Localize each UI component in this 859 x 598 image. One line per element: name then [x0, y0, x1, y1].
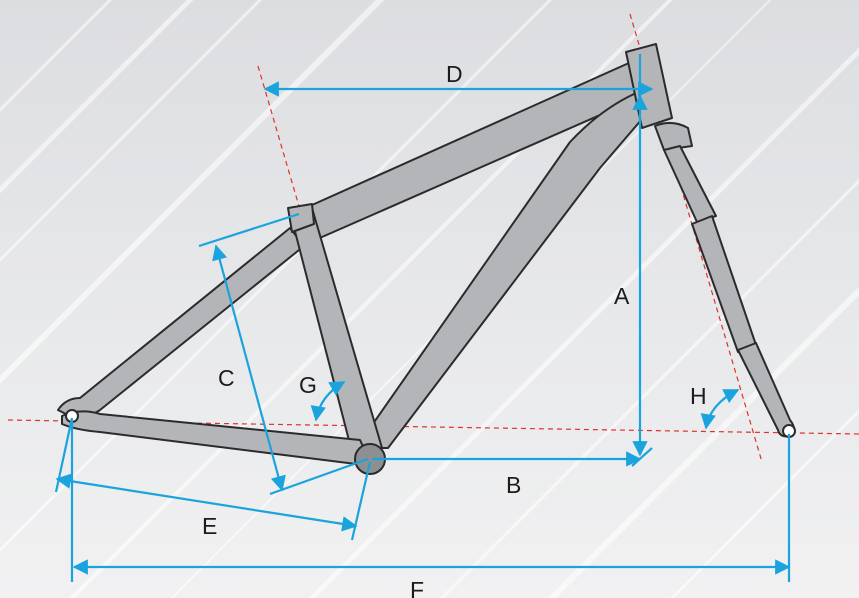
- steering-axis-line: [629, 13, 763, 463]
- label-a: A: [614, 283, 630, 309]
- ground-reference-line: [7, 419, 859, 435]
- dimension-e-right-extension: [350, 461, 372, 541]
- dimension-c-top-extension: [198, 212, 300, 248]
- label-f: F: [410, 577, 424, 598]
- fork-steerer: [663, 145, 717, 223]
- angle-h-arc: [700, 389, 740, 430]
- label-c: C: [218, 365, 235, 391]
- fork-crown: [654, 122, 693, 151]
- label-e: E: [202, 513, 217, 539]
- dimension-e-left-extension: [54, 417, 74, 493]
- label-g: G: [299, 372, 317, 398]
- angle-g-arc: [310, 381, 346, 422]
- label-b: B: [506, 472, 521, 498]
- dimensions: [54, 54, 791, 582]
- label-h: H: [690, 383, 707, 409]
- seat-tube-axis-line: [257, 65, 373, 457]
- label-d: D: [446, 61, 463, 87]
- dimension-e-line: [55, 473, 358, 532]
- dimension-c-line: [212, 244, 286, 492]
- dimension-labels: D A B C E F G H: [202, 61, 707, 598]
- seat-collar: [287, 203, 315, 233]
- reference-lines: [7, 13, 859, 463]
- fork: [654, 122, 796, 438]
